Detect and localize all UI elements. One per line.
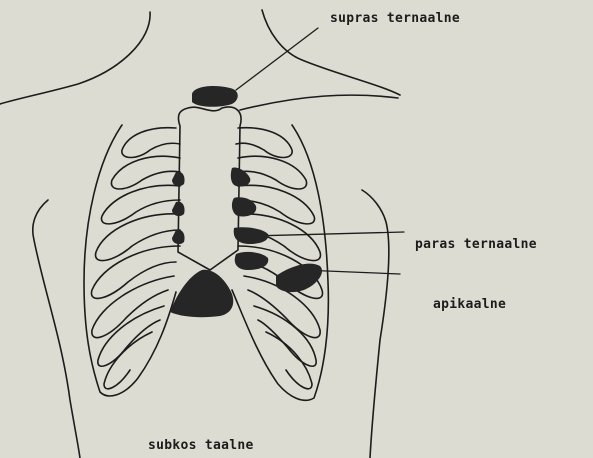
parasternal-window-marker-1 [231, 167, 251, 186]
left-ribs [91, 128, 180, 389]
subcostal-window-marker [170, 270, 233, 317]
sternum-outline [178, 107, 241, 270]
left-rib-cage-outline [84, 125, 176, 396]
clavicle-right-line [240, 95, 398, 110]
suprasternal-window-marker [192, 86, 238, 107]
left-costal-tip-3 [172, 230, 185, 244]
suprasternal-pointer [236, 28, 318, 90]
suprasternal-label: supras ternaalne [330, 11, 460, 26]
left-arm-line [33, 200, 80, 458]
parasternal-pointer [252, 232, 404, 236]
neck-left-line [0, 12, 150, 104]
right-arm-line [362, 190, 389, 458]
subcostal-label: subkos taalne [148, 438, 254, 453]
left-costal-tip-1 [172, 172, 185, 186]
left-costal-tip-2 [172, 202, 185, 216]
parasternal-label: paras ternaalne [415, 237, 537, 252]
apical-window-marker [276, 264, 322, 292]
apical-label: apikaalne [433, 297, 506, 312]
parasternal-window-marker-2 [232, 197, 256, 216]
